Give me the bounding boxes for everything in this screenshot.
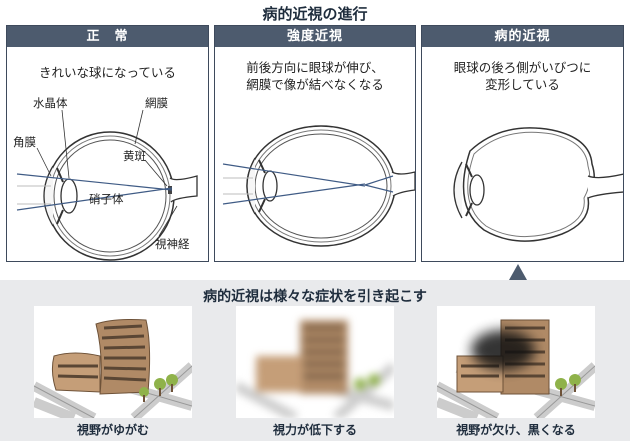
panel-pathological-myopia: 病的近視 眼球の後ろ側がいびつに 変形している <box>421 25 624 262</box>
panel-header: 強度近視 <box>215 26 415 47</box>
symptoms-title: 病的近視は様々な症状を引き起こす <box>203 289 427 305</box>
label-retina: 網膜 <box>145 96 168 110</box>
panel-description: 前後方向に眼球が伸び、 網膜で像が結べなくなる <box>246 60 384 92</box>
pointer-triangle <box>509 264 527 280</box>
label-vitreous: 硝子体 <box>89 192 124 206</box>
panel-description: きれいな球になっている <box>39 65 176 80</box>
panel-normal: 正 常 きれいな球になっている 水晶体 網膜 角膜 黄斑 硝子体 視神経 <box>6 25 209 262</box>
panel-header: 病的近視 <box>422 26 623 47</box>
label-optic-nerve: 視神経 <box>155 237 190 251</box>
eye-diagram-high-myopia <box>222 125 415 247</box>
caption-distortion: 視野がゆがむ <box>76 423 149 437</box>
caption-dark-spot: 視野が欠け、黒くなる <box>456 423 576 437</box>
label-cornea: 角膜 <box>13 135 36 149</box>
scene-distortion <box>34 306 192 418</box>
eye-diagram-pathological-myopia <box>453 127 623 242</box>
panel-high-myopia: 強度近視 前後方向に眼球が伸び、 網膜で像が結べなくなる <box>214 25 416 262</box>
main-title: 病的近視の進行 <box>262 5 368 23</box>
symptoms-section: 病的近視は様々な症状を引き起こす 視野がゆがむ 視力が低下する <box>0 280 630 441</box>
label-macula: 黄斑 <box>123 149 146 163</box>
scene-dark-spot <box>437 306 595 418</box>
label-lens: 水晶体 <box>33 96 68 110</box>
caption-blur: 視力が低下する <box>272 423 357 437</box>
scene-blur <box>236 306 394 418</box>
eye-diagram-normal <box>16 109 198 261</box>
panel-header: 正 常 <box>7 26 208 47</box>
panel-description: 眼球の後ろ側がいびつに 変形している <box>453 60 592 92</box>
